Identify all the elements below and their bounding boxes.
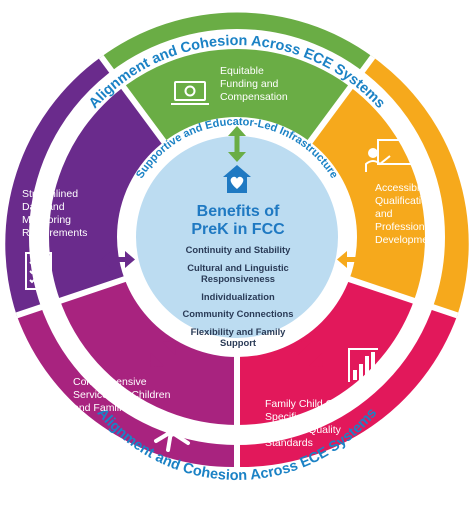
center-title-line: Benefits of (196, 203, 280, 220)
label-data: Streamlined Data and Monitoring Requirem… (22, 188, 87, 240)
bar-chart-icon (348, 348, 378, 382)
qualifications-line: Qualifications (375, 195, 439, 207)
benefit-continuity: Continuity and Stability (185, 244, 291, 255)
services-line: Services for Children (73, 389, 171, 401)
label-funding: Equitable Funding and Compensation (220, 65, 288, 104)
services-line: Comprehensive (73, 376, 147, 388)
qualifications-line: Professional (375, 221, 433, 233)
qualifications-line: Development (375, 234, 437, 246)
arrow-data (101, 251, 135, 268)
center-title-line: PreK in FCC (191, 221, 285, 238)
benefit-cultural-cont: Responsiveness (201, 273, 275, 284)
house-heart-icon (223, 165, 251, 193)
data-line: Streamlined (22, 188, 79, 200)
center-circle (136, 136, 338, 338)
benefit-community: Community Connections (182, 308, 294, 319)
label-qualifications: Accessible Qualifications and Profession… (375, 182, 438, 247)
benefit-individualization: Individualization (201, 291, 275, 302)
arrow-funding (228, 126, 246, 162)
arrow-quality (297, 341, 323, 367)
label-quality: Family Child Care Specific PreK Program … (265, 398, 348, 450)
quality-line: Standards (265, 437, 313, 449)
outer-text-band (29, 29, 445, 445)
arrow-qualifications (337, 251, 371, 268)
quality-line: Specific PreK (265, 411, 329, 423)
funding-line: Compensation (220, 91, 288, 103)
teacher-board-icon (365, 139, 413, 172)
data-line: Requirements (22, 227, 88, 239)
money-icon (171, 81, 209, 105)
benefit-flexibility-cont: Support (220, 337, 256, 348)
data-line: Data and (22, 201, 65, 213)
label-services: Comprehensive Services for Children and … (73, 376, 170, 415)
benefit-cultural: Cultural and Linguistic (187, 262, 289, 273)
quality-line: Family Child Care (265, 398, 349, 410)
benefit-flexibility: Flexibility and Family (190, 326, 286, 337)
data-line: Monitoring (22, 214, 72, 226)
arrow-services (150, 341, 176, 367)
qualifications-line: Accessible (375, 182, 426, 194)
checklist-icon (25, 252, 52, 290)
qualifications-line: and (375, 208, 393, 220)
joined-hands-icon (154, 418, 190, 452)
center-title: Benefits of PreK in FCC (158, 203, 318, 239)
funding-line: Funding and (220, 78, 279, 90)
quality-line: Program Quality (265, 424, 341, 436)
funding-line: Equitable (220, 65, 264, 77)
services-line: and Families (73, 402, 133, 414)
